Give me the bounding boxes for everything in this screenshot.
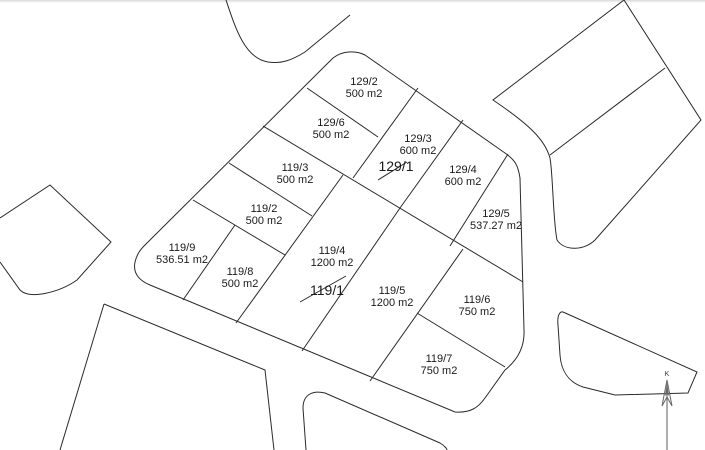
strike-129-1 (377, 161, 408, 181)
parcel-area: 1200 m2 (310, 257, 354, 269)
parcel-id: 119/5 (378, 285, 406, 297)
line-119-5-119-6 (369, 248, 464, 382)
parcel-area: 500 m2 (312, 129, 350, 141)
parcel-id: 129/2 (350, 76, 378, 88)
line-129-3-129-4 (399, 119, 464, 209)
line-119-2-119-9 (192, 199, 286, 256)
line-119-4-119-5 (301, 207, 401, 352)
parcel-area: 536.51 m2 (156, 254, 208, 266)
neighbour-block-left (0, 184, 112, 296)
parcel-area: 500 m2 (276, 174, 314, 186)
parcel-id: 129/5 (482, 208, 510, 220)
parcel-id: 119/6 (463, 294, 491, 306)
parcel-area: 600 m2 (399, 145, 437, 157)
road-edge-top-left (225, 0, 351, 63)
parcel-area: 1200 m2 (370, 297, 414, 309)
neighbour-block-top-right (492, 0, 702, 249)
window-top-edge (0, 0, 705, 3)
line-119-3-119-2 (228, 162, 313, 217)
parcel-id: 119/4 (318, 245, 346, 257)
parcel-area: 750 m2 (458, 306, 496, 318)
neighbour-block-bottom-mid (302, 391, 448, 450)
line-129-2-129-6 (306, 87, 379, 138)
line-129-main-divider (262, 125, 524, 283)
parcel-area: 600 m2 (444, 176, 482, 188)
neighbour-block-right (557, 311, 698, 396)
parcel-area: 750 m2 (420, 365, 458, 377)
neighbour-block-bottom-left (59, 303, 275, 450)
parent-parcel-id: 129/1 (378, 158, 414, 174)
line-119-6-119-7 (416, 312, 506, 368)
strike-119-1 (299, 275, 347, 303)
north-arrow-icon (661, 379, 673, 450)
line-119-3-119-4 (235, 174, 344, 324)
parcel-id: 119/2 (250, 203, 278, 215)
parcel-id: 119/7 (425, 353, 453, 365)
parcel-area: 500 m2 (345, 88, 383, 100)
parcel-divider-top-right (549, 67, 666, 156)
parcel-area: 500 m2 (221, 278, 259, 290)
parcel-id: 129/6 (317, 117, 345, 129)
north-arrow-label: K (664, 371, 670, 378)
line-119-9-119-8 (182, 224, 236, 301)
parcel-area: 500 m2 (245, 215, 283, 227)
parcel-area: 537.27 m2 (470, 220, 522, 232)
parcel-id: 119/9 (168, 242, 196, 254)
line-129-2-129-3 (352, 87, 419, 179)
line-129-4-129-5 (449, 153, 509, 247)
parcel-id: 119/8 (226, 266, 254, 278)
parcel-id: 129/3 (404, 133, 432, 145)
parcel-id: 119/3 (281, 162, 309, 174)
parent-parcel-id: 119/1 (310, 282, 344, 298)
main-block-outline (134, 51, 525, 413)
parcel-id: 129/4 (449, 164, 477, 176)
